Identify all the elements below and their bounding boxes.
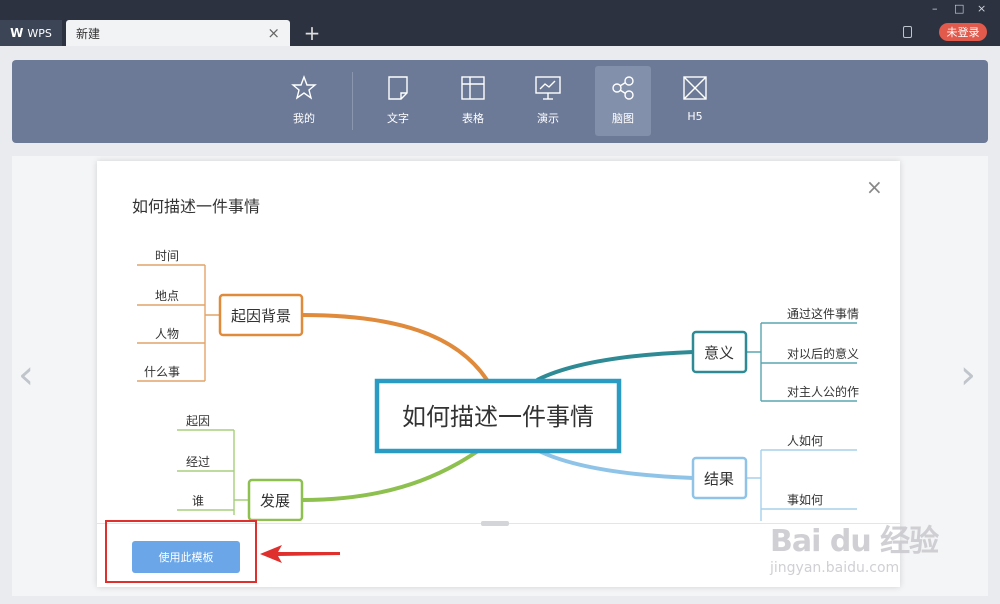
branch-line-result [536, 448, 694, 480]
previous-arrow-icon[interactable]: ‹ [18, 352, 34, 398]
leaf-label: 经过 [186, 455, 210, 469]
branch-node-background[interactable] [218, 293, 304, 337]
branch-line-meaning [536, 350, 694, 382]
branch-node-meaning[interactable] [691, 330, 748, 374]
leaf-label: 事如何 [787, 492, 823, 507]
resize-handle[interactable] [481, 521, 509, 526]
new-doc-tab[interactable]: 新建 × [66, 20, 290, 46]
leaf-label: 地点 [155, 289, 179, 303]
leaf-label: 起因 [186, 414, 210, 428]
leaf-label: 什么事 [144, 365, 180, 379]
center-node-label: 如何描述一件事情 [402, 403, 594, 431]
leaf-label: 谁 [192, 494, 204, 508]
wps-logo-icon: W [10, 26, 24, 40]
nav-item-mindmap[interactable]: 脑图 [595, 66, 651, 136]
nav-item-label: 我的 [293, 112, 315, 125]
branch-node-development[interactable] [247, 478, 304, 521]
window-close-icon[interactable]: × [977, 2, 987, 15]
branch-label: 意义 [704, 344, 734, 362]
highlight-box [105, 520, 257, 583]
leaf-label: 对主人公的作用 [787, 384, 871, 399]
phone-icon[interactable] [903, 26, 912, 38]
nav-item-label: 演示 [537, 112, 559, 125]
nav-item-label: 文字 [387, 112, 409, 125]
branch-line-background [301, 313, 489, 382]
wps-home-tab[interactable]: W WPS [0, 20, 62, 46]
dialog-title: 如何描述一件事情 [132, 197, 261, 216]
close-tab-icon[interactable]: × [267, 24, 280, 42]
branch-label: 起因背景 [231, 307, 291, 325]
nav-item-presentation[interactable]: 演示 [520, 66, 576, 136]
meaning-sublines [746, 322, 857, 402]
template-category-nav: 我的 文字 表格 演示 脑图 H5 [12, 60, 988, 143]
wps-tab-label: WPS [27, 26, 52, 40]
new-tab-icon[interactable]: + [303, 21, 321, 45]
preview-clip-edge [859, 225, 900, 521]
leaf-label: 通过这件事情 [787, 306, 859, 321]
maximize-icon[interactable]: □ [954, 2, 965, 15]
mindmap-svg: 如何描述一件事情 起因背景 发展 意义 结果 时间 地点 人物 什么事 起因 经… [137, 225, 900, 521]
watermark-url: jingyan.baidu.com [770, 560, 900, 576]
dialog-close-icon[interactable]: × [866, 175, 883, 199]
nav-item-mine[interactable]: 我的 [276, 66, 332, 136]
result-sublines [746, 449, 857, 521]
branch-node-result[interactable] [691, 456, 748, 500]
next-arrow-icon[interactable]: › [960, 352, 976, 398]
nav-item-label: H5 [687, 110, 703, 123]
table-icon [461, 76, 485, 100]
nav-item-spreadsheet[interactable]: 表格 [445, 66, 501, 136]
leaf-label: 时间 [155, 249, 179, 263]
leaf-label: 对以后的意义 [787, 346, 859, 361]
template-preview-dialog: 如何描述一件事情 × 如何描述一件事情 起因背景 [97, 161, 900, 587]
h5-icon [683, 76, 707, 100]
center-node[interactable] [374, 378, 622, 454]
nav-item-writer[interactable]: 文字 [370, 66, 426, 136]
presentation-icon [535, 76, 561, 100]
star-icon [291, 75, 317, 100]
leaf-label: 人如何 [787, 433, 823, 448]
nav-divider [352, 72, 353, 130]
nav-item-label: 表格 [462, 112, 484, 125]
branch-label: 发展 [260, 492, 290, 510]
document-icon [388, 76, 408, 100]
baidu-watermark: Bai du 经验 jingyan.baidu.com [770, 500, 960, 590]
background-sublines [137, 264, 220, 382]
mindmap-icon [612, 76, 634, 100]
title-bar: W WPS 新建 × + – □ × 未登录 [0, 0, 1000, 46]
leaf-label: 人物 [155, 327, 179, 341]
pointer-arrow-icon [260, 545, 340, 563]
mindmap-preview: 如何描述一件事情 起因背景 发展 意义 结果 时间 地点 人物 什么事 起因 经… [97, 225, 900, 521]
development-sublines [177, 429, 249, 515]
watermark-logo-text: Bai du 经验 [770, 524, 939, 559]
branch-label: 结果 [704, 470, 734, 488]
login-button[interactable]: 未登录 [939, 23, 987, 41]
new-doc-tab-label: 新建 [76, 26, 101, 41]
use-template-button[interactable]: 使用此模板 [132, 541, 240, 573]
minimize-icon[interactable]: – [932, 2, 938, 15]
nav-item-h5[interactable]: H5 [667, 66, 723, 136]
nav-item-label: 脑图 [612, 112, 634, 125]
